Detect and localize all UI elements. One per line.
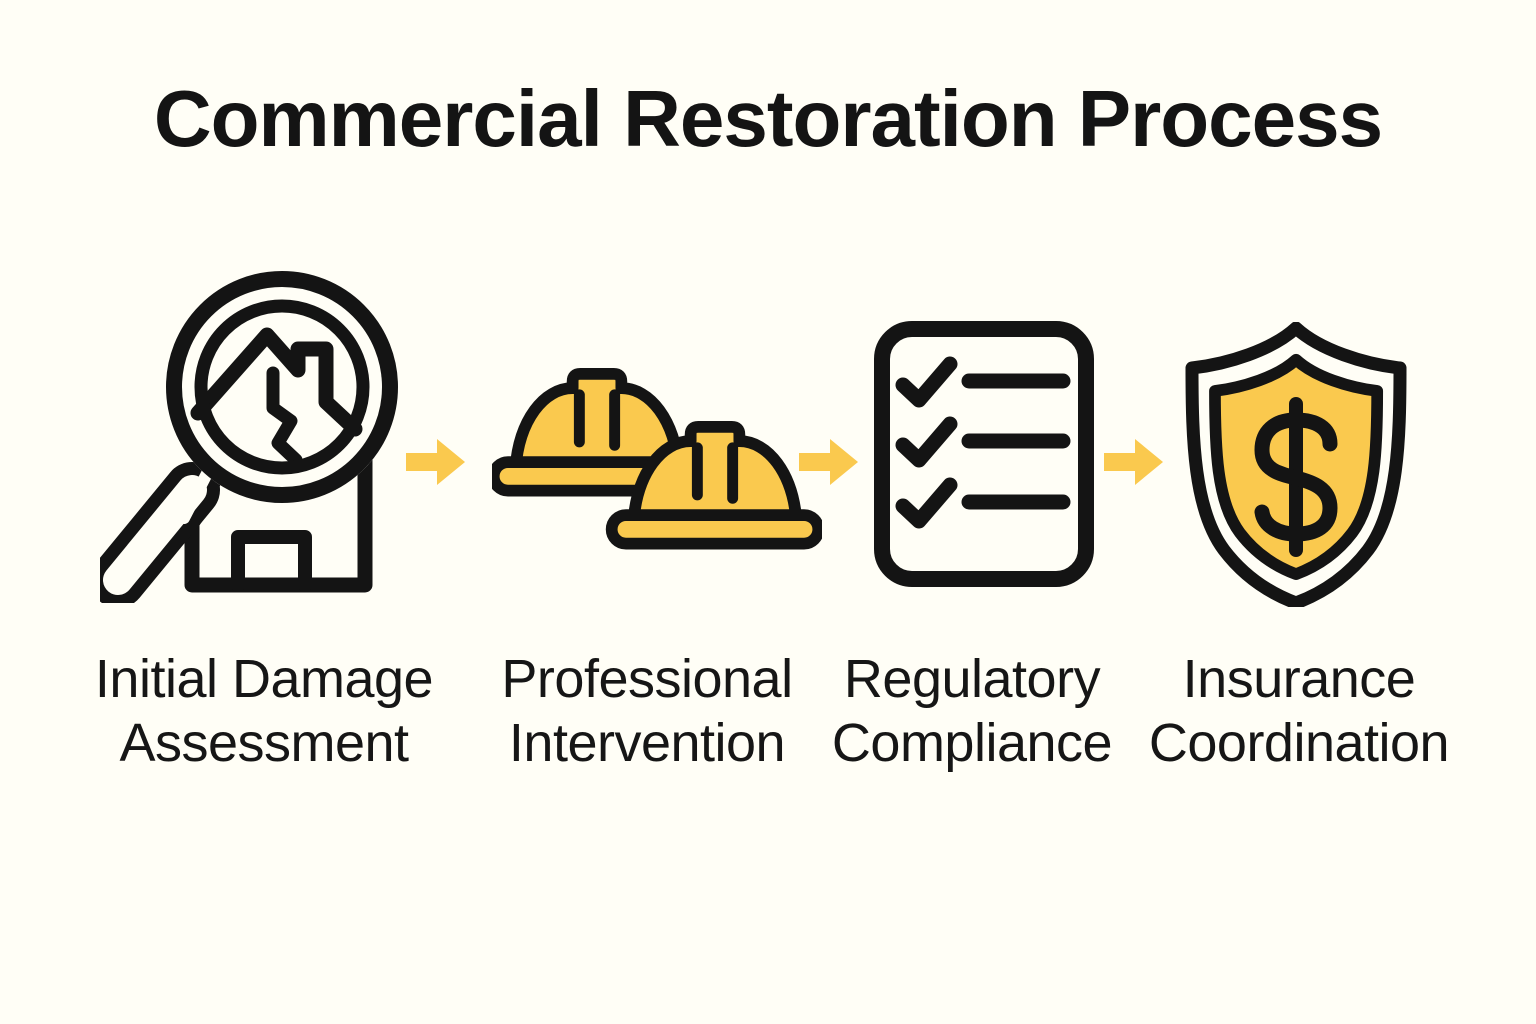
step-label-initial-damage-assessment: Initial Damage Assessment [54, 647, 474, 775]
label-line-2: Coordination [1148, 713, 1450, 773]
step-label-regulatory-compliance: Regulatory Compliance [762, 647, 1182, 775]
label-line-1: Initial Damage [94, 649, 434, 709]
shield-dollar-icon [1185, 322, 1407, 607]
checklist-document-icon [874, 321, 1094, 587]
step-label-insurance-coordination: Insurance Coordination [1089, 647, 1509, 775]
page-title: Commercial Restoration Process [153, 74, 1383, 163]
label-line-1: Regulatory [843, 649, 1101, 709]
label-line-1: Professional [501, 649, 793, 709]
magnifier-damaged-house-icon [100, 271, 398, 603]
hard-hats-icon [492, 368, 822, 550]
label-line-2: Assessment [119, 713, 409, 773]
label-line-2: Compliance [831, 713, 1113, 773]
label-line-2: Intervention [508, 713, 786, 773]
right-arrow-icon [406, 439, 465, 485]
step-label-professional-intervention: Professional Intervention [437, 647, 857, 775]
right-arrow-icon [799, 439, 858, 485]
right-arrow-icon [1104, 439, 1163, 485]
label-line-1: Insurance [1182, 649, 1416, 709]
